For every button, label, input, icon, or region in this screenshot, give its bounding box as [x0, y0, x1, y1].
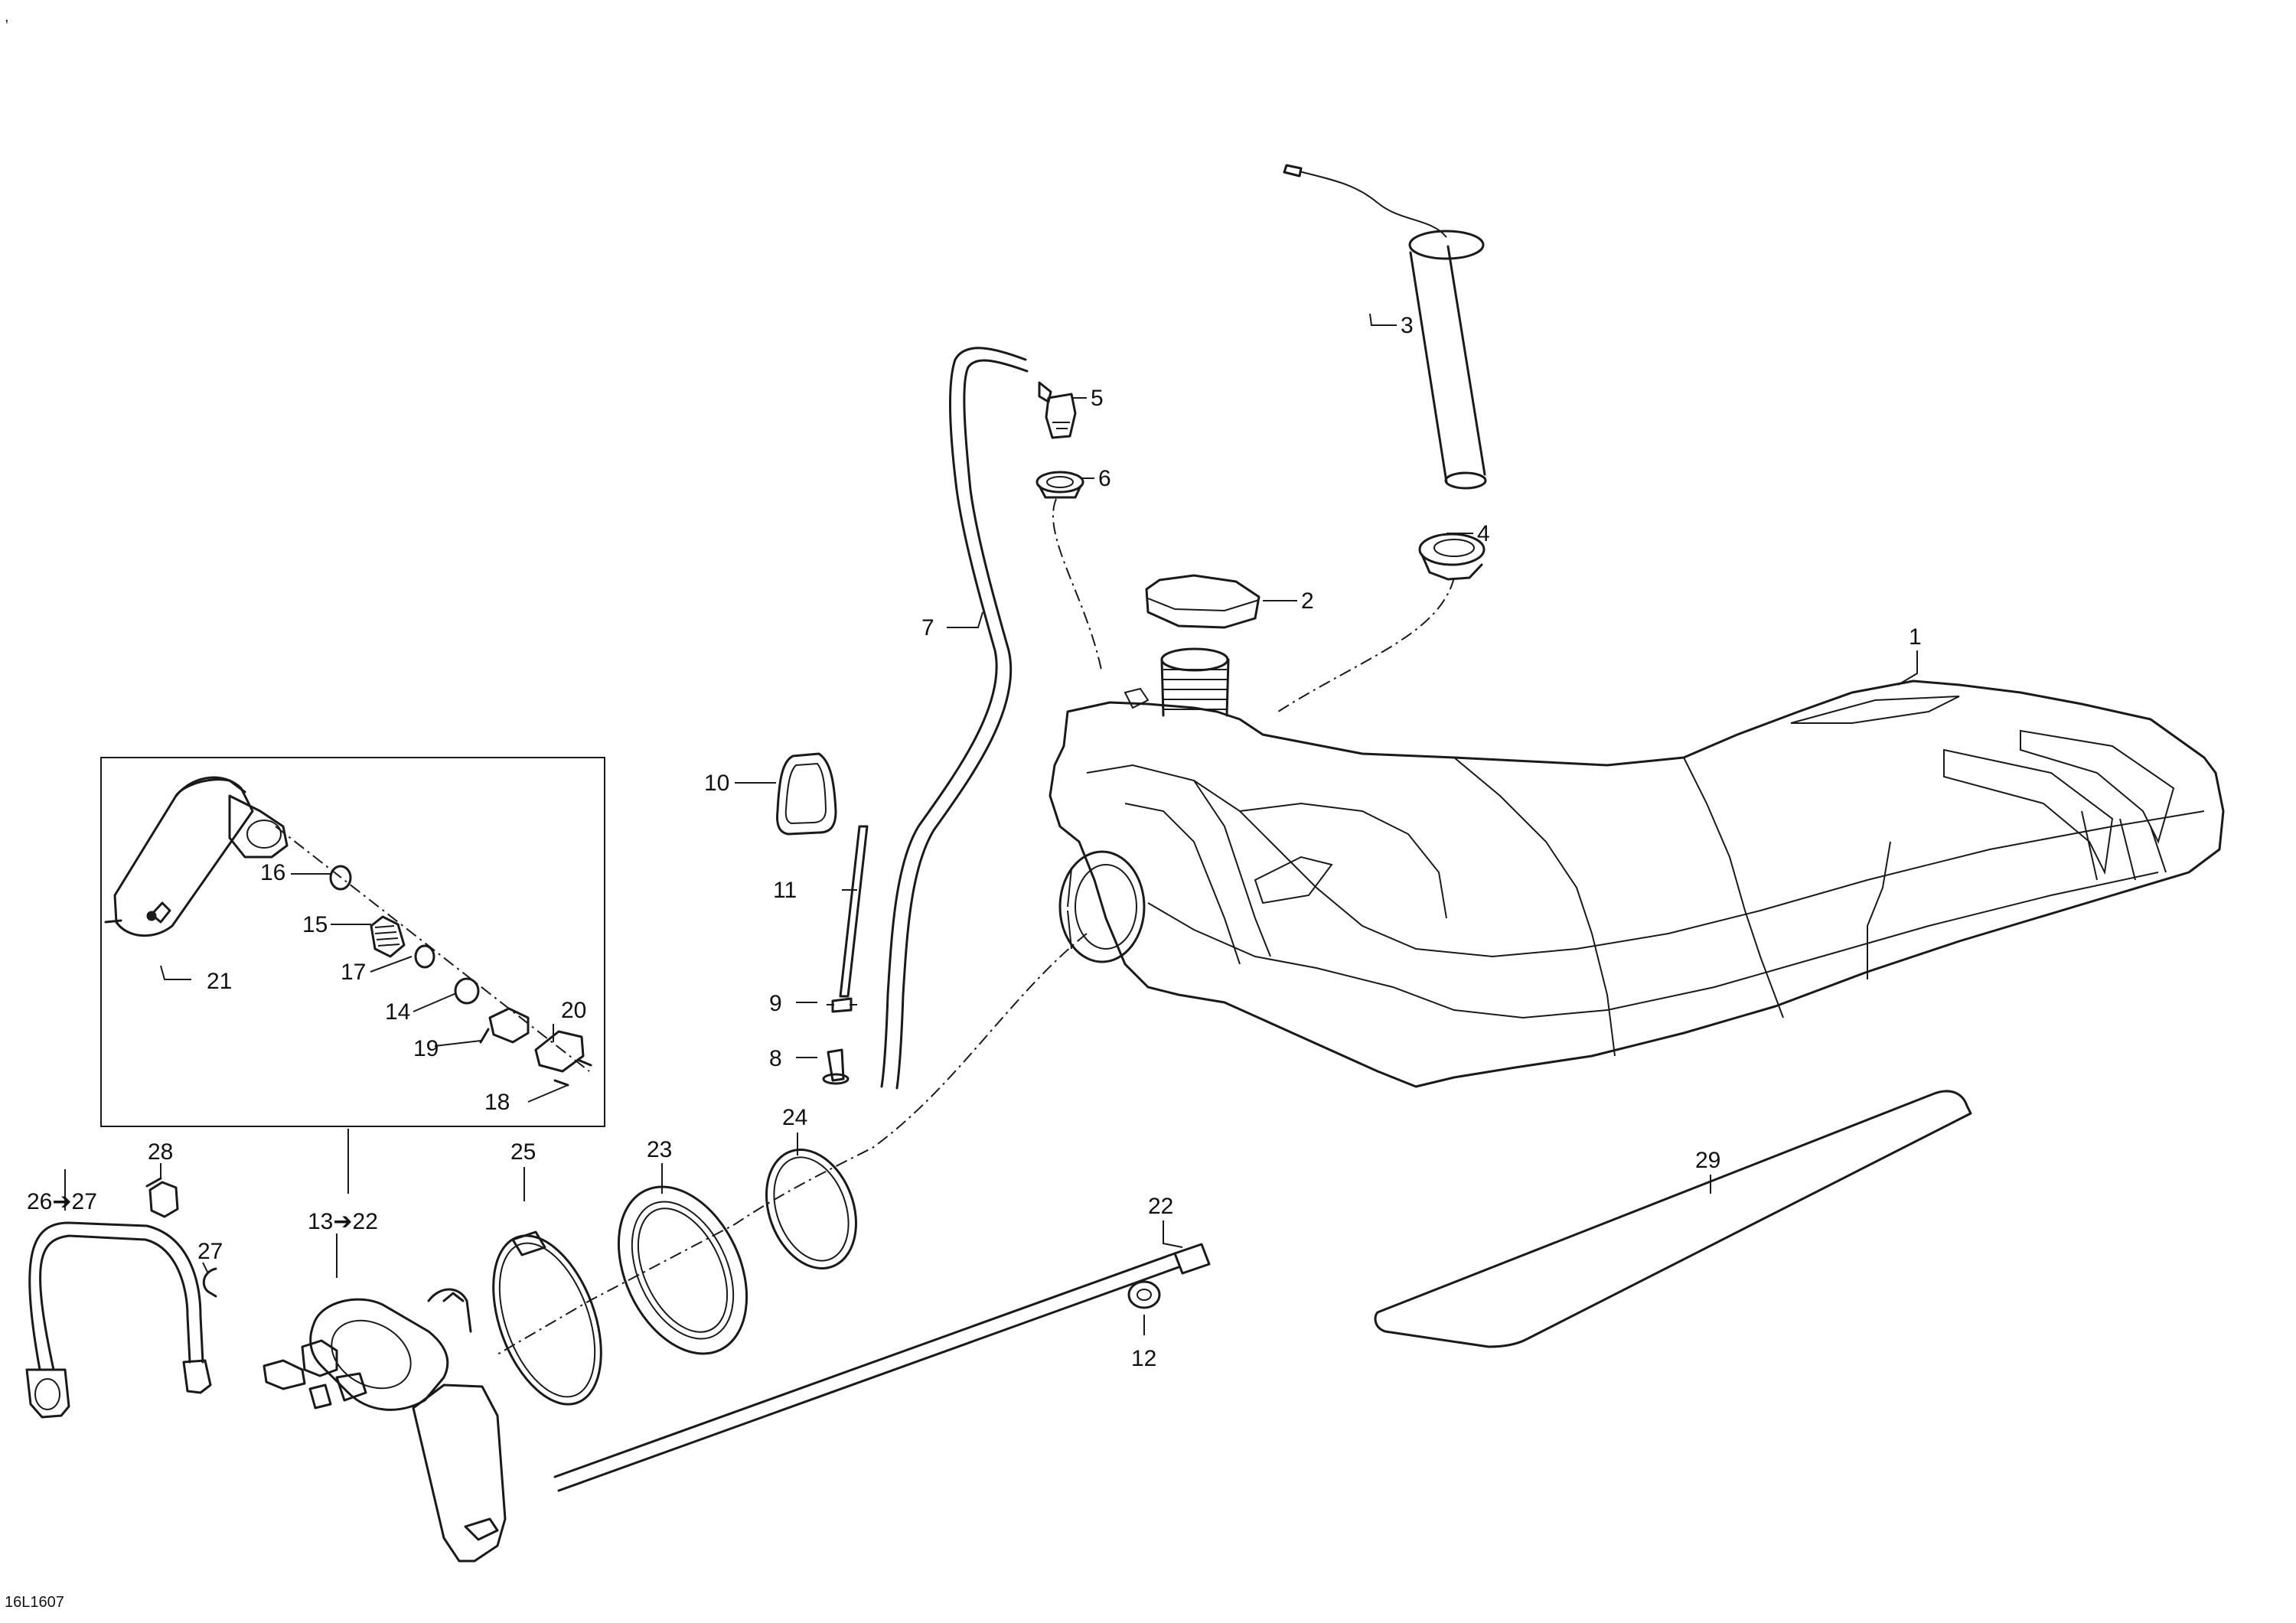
assembly-line-pump: [497, 933, 1088, 1355]
callout-19: 19: [413, 1036, 439, 1061]
callout-14: 14: [385, 999, 410, 1025]
fuel-hose: [25, 1221, 212, 1419]
hose-clamp: [492, 1230, 602, 1406]
drawing-code: 16L1607: [5, 1594, 64, 1611]
level-rod: [553, 1243, 1211, 1492]
callout-16: 16: [260, 860, 285, 885]
callout-4: 4: [1477, 521, 1490, 546]
callout-3: 3: [1401, 313, 1414, 338]
inset-fitting-19: [479, 1007, 530, 1044]
callout-22: 22: [1148, 1194, 1173, 1219]
callout-13-22: 13➔22: [308, 1209, 378, 1234]
inset-plate-20: [534, 1030, 585, 1073]
washer-12: [1127, 1280, 1161, 1309]
callout-5: 5: [1091, 386, 1104, 411]
callout-27: 27: [197, 1239, 223, 1264]
callout-12: 12: [1131, 1346, 1156, 1371]
callout-28: 28: [148, 1139, 173, 1165]
callout-23: 23: [647, 1137, 672, 1162]
callout-17: 17: [341, 960, 366, 985]
callout-24: 24: [782, 1105, 807, 1130]
lock-ring: [617, 1185, 748, 1355]
callout-21: 21: [207, 969, 232, 994]
valve-grommet: [1035, 471, 1084, 499]
callout-29: 29: [1695, 1148, 1720, 1173]
callout-2: 2: [1301, 588, 1314, 614]
filler-cap: [1145, 574, 1261, 629]
callout-10: 10: [704, 771, 729, 796]
inset-o-ring-14: [454, 977, 480, 1005]
gasket-10: [776, 752, 837, 836]
sender-grommet: [1418, 533, 1486, 581]
inset-o-ring-17: [414, 944, 435, 969]
callout-1: 1: [1909, 624, 1922, 650]
hose-clamp-28: [145, 1177, 179, 1218]
fuel-level-sender: [1283, 164, 1487, 490]
inset-assembly-axis: [275, 826, 590, 1072]
rollover-valve: [1038, 381, 1077, 439]
inset-pump-assembly: [104, 776, 289, 937]
fuel-tank: [1049, 647, 2225, 1088]
inset-filter-15: [370, 915, 406, 958]
inset-screws-18: [553, 1058, 592, 1087]
callout-6: 6: [1098, 466, 1111, 491]
assembly-line-valve: [1052, 498, 1103, 674]
fuel-pump-module: [263, 1288, 507, 1563]
fitting-8: [822, 1048, 850, 1085]
callout-15: 15: [302, 912, 328, 937]
callout-26-27: 26➔27: [27, 1189, 97, 1214]
callout-9: 9: [769, 991, 782, 1016]
corner-mark: ,: [5, 8, 9, 25]
hose-clip-27: [202, 1267, 217, 1298]
tank-pad: [1374, 1090, 1972, 1348]
tube-11: [839, 825, 869, 998]
callout-labels: 1 2 3 4 5 6 7 8 9 10 11 12 13➔22 14 15 1…: [27, 313, 1922, 1371]
callout-11: 11: [773, 878, 797, 903]
callout-7: 7: [921, 615, 934, 640]
vent-hose: [880, 347, 1029, 1090]
leader-lines: [64, 313, 1918, 1335]
callout-8: 8: [769, 1046, 782, 1071]
callout-25: 25: [510, 1139, 536, 1165]
callout-18: 18: [484, 1090, 510, 1115]
inset-o-ring-16: [329, 865, 352, 891]
inset-frame: [100, 757, 605, 1127]
callout-20: 20: [561, 998, 586, 1023]
clip-9: [827, 997, 857, 1013]
tank-o-ring: [765, 1149, 857, 1269]
